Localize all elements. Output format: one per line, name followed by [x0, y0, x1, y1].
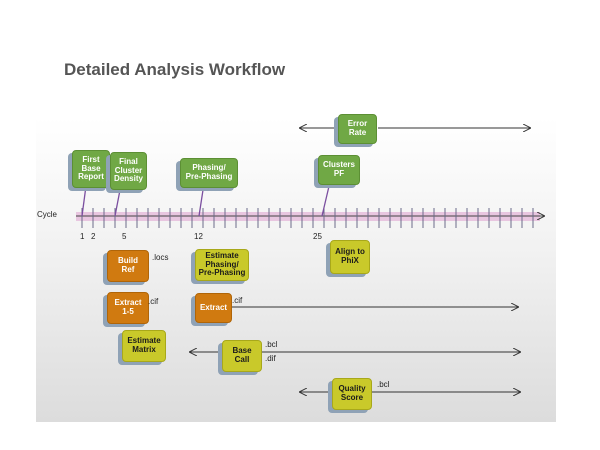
cycle-axis-label: Cycle — [37, 210, 58, 219]
cycle-number-25: 25 — [313, 232, 322, 241]
estimate-matrix-box: Estimate Matrix — [122, 330, 166, 362]
build-ref-box: Build Ref — [107, 250, 149, 282]
connector-phasing — [198, 189, 204, 217]
bcl-file-label-1: .bcl — [265, 340, 278, 349]
cif-file-label-2: .cif — [232, 296, 243, 305]
connector-clusters-pf — [321, 181, 331, 217]
dif-file-label: .dif — [265, 354, 276, 363]
estimate-phasing-box: Estimate Phasing/ Pre-Phasing — [195, 249, 249, 281]
quality-score-box: Quality Score — [332, 378, 372, 410]
cycle-number-5: 5 — [122, 232, 127, 241]
cycle-number-2: 2 — [91, 232, 96, 241]
error-rate-box: Error Rate — [338, 114, 377, 144]
base-call-box: Base Call — [222, 340, 262, 372]
timeline-ticks — [81, 208, 534, 228]
connector-final-density — [114, 189, 121, 217]
cycle-number-12: 12 — [194, 232, 203, 241]
align-phix-box: Align to PhiX — [330, 240, 370, 274]
bcl-file-label-2: .bcl — [377, 380, 390, 389]
first-base-report-box: First Base Report — [72, 150, 110, 188]
clusters-pf-box: Clusters PF — [318, 155, 360, 185]
cycle-number-1: 1 — [80, 232, 85, 241]
extract-1-5-box: Extract 1-5 — [107, 292, 149, 324]
phasing-prephasing-box: Phasing/ Pre-Phasing — [180, 158, 238, 188]
connector-first-base — [81, 185, 87, 217]
final-cluster-density-box: Final Cluster Density — [110, 152, 147, 190]
page-title: Detailed Analysis Workflow — [64, 60, 286, 79]
cif-file-label-1: .cif — [148, 297, 159, 306]
locs-file-label: .locs — [152, 253, 169, 262]
extract-box: Extract — [195, 293, 232, 323]
